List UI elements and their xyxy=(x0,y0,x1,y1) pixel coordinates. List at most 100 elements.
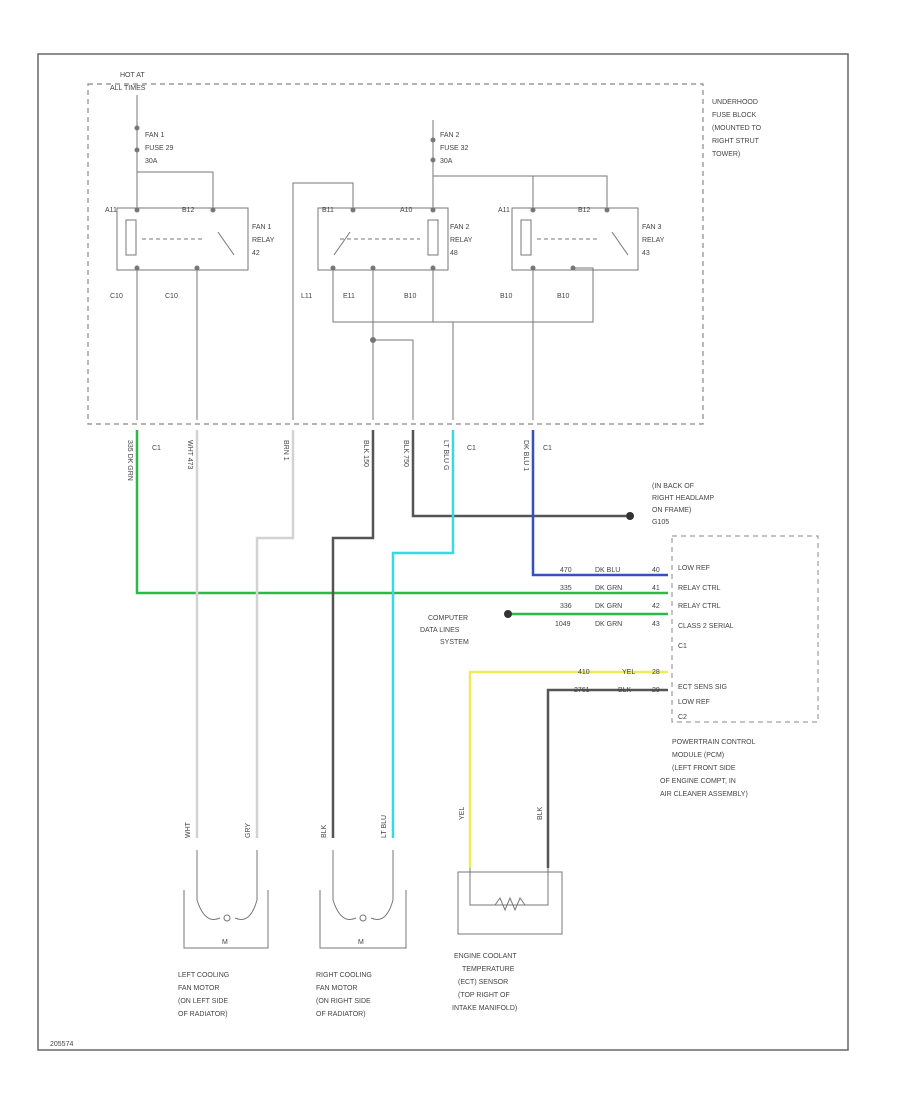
svg-text:RIGHT COOLING: RIGHT COOLING xyxy=(316,972,372,979)
svg-text:(ECT) SENSOR: (ECT) SENSOR xyxy=(458,979,508,986)
outer-frame xyxy=(37,53,849,1051)
fuse-conn-c1-a: C1 xyxy=(152,445,161,452)
svg-text:POWERTRAIN CONTROL: POWERTRAIN CONTROL xyxy=(672,739,756,746)
svg-text:B12: B12 xyxy=(182,207,195,214)
fuse2-name: FAN 2 xyxy=(440,132,460,139)
svg-text:(LEFT FRONT SIDE: (LEFT FRONT SIDE xyxy=(672,765,736,772)
wire-blk-1 xyxy=(331,430,375,838)
svg-text:29: 29 xyxy=(652,687,660,694)
svg-text:2761: 2761 xyxy=(574,687,590,694)
svg-text:C10: C10 xyxy=(165,293,178,300)
svg-text:42: 42 xyxy=(652,603,660,610)
internal-wiring xyxy=(136,267,594,420)
svg-text:335: 335 xyxy=(560,585,572,592)
fuse-conn-c1-c: C1 xyxy=(543,445,552,452)
svg-text:LOW REF: LOW REF xyxy=(678,565,710,572)
relay1-name: FAN 1 xyxy=(252,224,272,231)
svg-text:335 DK GRN: 335 DK GRN xyxy=(126,440,133,481)
ground-label: (IN BACK OF RIGHT HEADLAMP ON FRAME) G10… xyxy=(652,483,714,526)
svg-text:ENGINE COOLANT: ENGINE COOLANT xyxy=(454,953,517,960)
pcm-wire-codes: 470 DK BLU 40 335 DK GRN 41 336 DK GRN 4… xyxy=(555,567,660,694)
fuse2-num: FUSE 32 xyxy=(440,145,469,152)
svg-text:470: 470 xyxy=(560,567,572,574)
svg-text:40: 40 xyxy=(652,567,660,574)
svg-text:OF RADIATOR): OF RADIATOR) xyxy=(316,1011,366,1018)
relay3-name: FAN 3 xyxy=(642,224,662,231)
svg-text:(ON LEFT SIDE: (ON LEFT SIDE xyxy=(178,998,228,1005)
svg-text:(ON RIGHT SIDE: (ON RIGHT SIDE xyxy=(316,998,371,1005)
wire-blk-ground xyxy=(411,430,626,518)
svg-text:L11: L11 xyxy=(301,293,312,300)
pcm-pin-labels: LOW REF RELAY CTRL RELAY CTRL CLASS 2 SE… xyxy=(678,565,734,721)
svg-text:BLK 150: BLK 150 xyxy=(362,440,369,467)
svg-text:RIGHT STRUT: RIGHT STRUT xyxy=(712,138,760,145)
svg-text:RELAY CTRL: RELAY CTRL xyxy=(678,603,721,610)
fuse2-amp: 30A xyxy=(440,158,453,165)
figure-id: 205574 xyxy=(50,1041,73,1048)
svg-text:G105: G105 xyxy=(652,519,669,526)
wire-dk-grn xyxy=(135,430,668,595)
relay-1 xyxy=(116,207,249,271)
svg-text:UNDERHOOD: UNDERHOOD xyxy=(712,99,758,106)
svg-text:BRN 1: BRN 1 xyxy=(282,440,289,461)
bus-lines xyxy=(137,171,608,420)
svg-text:LT BLU G: LT BLU G xyxy=(442,440,449,470)
svg-text:(MOUNTED TO: (MOUNTED TO xyxy=(712,125,762,132)
svg-text:BLK: BLK xyxy=(618,687,632,694)
svg-text:(IN BACK OF: (IN BACK OF xyxy=(652,483,694,490)
svg-text:AIR CLEANER ASSEMBLY): AIR CLEANER ASSEMBLY) xyxy=(660,791,748,798)
svg-text:DK BLU: DK BLU xyxy=(595,567,620,574)
wire-codes: 335 DK GRN WHT 473 BRN 1 BLK 150 BLK 750… xyxy=(126,440,529,481)
ect-wire-a: YEL xyxy=(459,807,466,820)
svg-text:COMPUTER: COMPUTER xyxy=(428,615,468,622)
svg-text:B10: B10 xyxy=(404,293,417,300)
relay-2 xyxy=(317,207,449,271)
svg-text:DK GRN: DK GRN xyxy=(595,621,622,628)
svg-text:1049: 1049 xyxy=(555,621,571,628)
svg-text:E11: E11 xyxy=(343,293,355,300)
svg-text:B10: B10 xyxy=(557,293,570,300)
svg-text:B12: B12 xyxy=(578,207,591,214)
left-motor-label: LEFT COOLING FAN MOTOR (ON LEFT SIDE OF … xyxy=(178,972,229,1018)
wire-gry xyxy=(255,430,295,838)
svg-text:RELAY CTRL: RELAY CTRL xyxy=(678,585,721,592)
svg-text:DK GRN: DK GRN xyxy=(595,585,622,592)
left-motor-pin-b: GRY xyxy=(245,823,252,838)
right-motor-pin-b: LT BLU xyxy=(381,815,388,838)
wire-blk-ect xyxy=(546,688,668,868)
right-motor-sym: M xyxy=(358,939,364,946)
svg-text:MODULE (PCM): MODULE (PCM) xyxy=(672,752,724,759)
relay-3 xyxy=(511,207,639,271)
svg-text:FUSE BLOCK: FUSE BLOCK xyxy=(712,112,757,119)
pcm-location: POWERTRAIN CONTROL MODULE (PCM) (LEFT FR… xyxy=(660,739,756,798)
wire-lt-blu xyxy=(391,430,455,838)
relay2-name: FAN 2 xyxy=(450,224,470,231)
hot-label-2: ALL TIMES xyxy=(110,85,146,92)
relay3-type: RELAY xyxy=(642,237,665,244)
hot-label-1: HOT AT xyxy=(120,72,145,79)
svg-text:DK BLU 1: DK BLU 1 xyxy=(522,440,529,471)
fuse1-num: FUSE 29 xyxy=(145,145,174,152)
relay1-type: RELAY xyxy=(252,237,275,244)
svg-text:FAN MOTOR: FAN MOTOR xyxy=(316,985,357,992)
fuse-2 xyxy=(430,120,436,208)
svg-text:A11: A11 xyxy=(498,207,510,214)
right-motor-pin-a: BLK xyxy=(321,824,328,838)
svg-text:WHT 473: WHT 473 xyxy=(186,440,193,470)
fuse1-amp: 30A xyxy=(145,158,158,165)
right-fan-motor xyxy=(319,850,407,949)
relay2-num: 48 xyxy=(450,250,458,257)
data-lines-point xyxy=(504,610,512,618)
ect-label: ENGINE COOLANT TEMPERATURE (ECT) SENSOR … xyxy=(452,953,517,1012)
svg-text:C2: C2 xyxy=(678,714,687,721)
svg-text:TOWER): TOWER) xyxy=(712,151,740,158)
pcm-box xyxy=(671,535,819,723)
svg-text:SYSTEM: SYSTEM xyxy=(440,639,469,646)
relay2-type: RELAY xyxy=(450,237,473,244)
relay1-num: 42 xyxy=(252,250,260,257)
fuse-block-outline xyxy=(87,83,704,425)
svg-text:LEFT COOLING: LEFT COOLING xyxy=(178,972,229,979)
svg-text:B10: B10 xyxy=(500,293,513,300)
svg-text:41: 41 xyxy=(652,585,660,592)
